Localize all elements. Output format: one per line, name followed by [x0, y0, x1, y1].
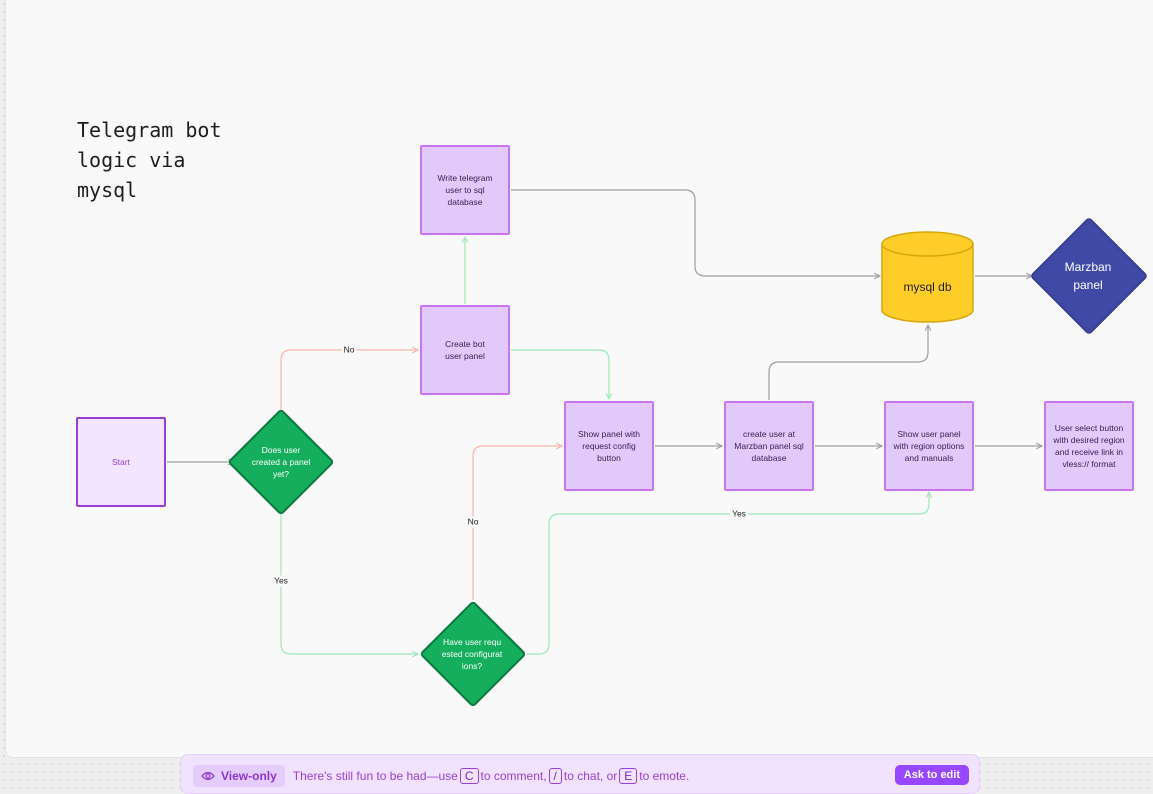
edge-write-to-db — [511, 189, 880, 276]
edge-decision-yes — [280, 508, 418, 654]
edge-requested-yes — [527, 492, 929, 655]
canvas[interactable] — [5, 0, 1153, 758]
create-bot-node[interactable]: Create bot user panel — [420, 305, 510, 395]
view-only-toolbar: View-only There's still fun to be had—us… — [180, 754, 980, 794]
hint-text-c: to chat, or — [563, 769, 618, 783]
view-only-badge[interactable]: View-only — [193, 765, 285, 787]
write-telegram-node[interactable]: Write telegram user to sql database — [420, 145, 510, 235]
show-user-panel-label: Show user panel with region options and … — [893, 429, 965, 463]
edge-label-yes-left: Yes — [272, 575, 290, 587]
start-node[interactable]: Start — [76, 417, 166, 507]
ask-to-edit-button[interactable]: Ask to edit — [894, 765, 969, 785]
hint-text-d: to emote. — [639, 769, 690, 783]
edge-label-no-top: No — [341, 344, 357, 356]
key-e: E — [619, 768, 638, 784]
show-panel-node[interactable]: Show panel with request config button — [564, 401, 654, 491]
edge-label-yes-right: Yes — [730, 508, 748, 520]
mysql-db-label: mysql db — [903, 280, 952, 294]
marzban-panel-label: Marzban panel — [1064, 260, 1112, 292]
key-c: C — [459, 768, 479, 784]
view-only-label: View-only — [221, 769, 277, 783]
hint-text-b: to comment, — [480, 769, 547, 783]
show-user-panel-node[interactable]: Show user panel with region options and … — [884, 401, 974, 491]
toolbar-hint: There's still fun to be had—use C to com… — [292, 765, 690, 787]
show-panel-label: Show panel with request config button — [578, 429, 640, 463]
hint-text-a: There's still fun to be had—use — [292, 769, 458, 783]
create-user-label: create user at Marzban panel sql databas… — [734, 429, 804, 463]
diagram-title: Telegram bot logic via mysql — [77, 118, 222, 202]
user-select-label: User select button with desired region a… — [1053, 423, 1125, 469]
eye-icon — [201, 771, 215, 781]
user-select-node[interactable]: User select button with desired region a… — [1044, 401, 1134, 491]
decision-panel-created-label: Does user created a panel yet? — [251, 445, 311, 479]
edge-label-no-mid: No — [465, 516, 481, 528]
edge-create-to-show — [511, 349, 609, 399]
key-slash: / — [548, 768, 562, 784]
edge-create-to-db — [768, 325, 928, 400]
edge-decision-no — [280, 350, 418, 416]
start-node-label: Start — [112, 457, 130, 467]
edge-requested-no — [472, 446, 562, 600]
mysql-db-shape — [881, 231, 974, 323]
create-bot-label: Create bot user panel — [445, 339, 485, 361]
create-user-node[interactable]: create user at Marzban panel sql databas… — [724, 401, 814, 491]
decision-requested-config-label: Have user requested configurations? — [441, 637, 503, 671]
write-telegram-label: Write telegram user to sql database — [437, 173, 493, 207]
